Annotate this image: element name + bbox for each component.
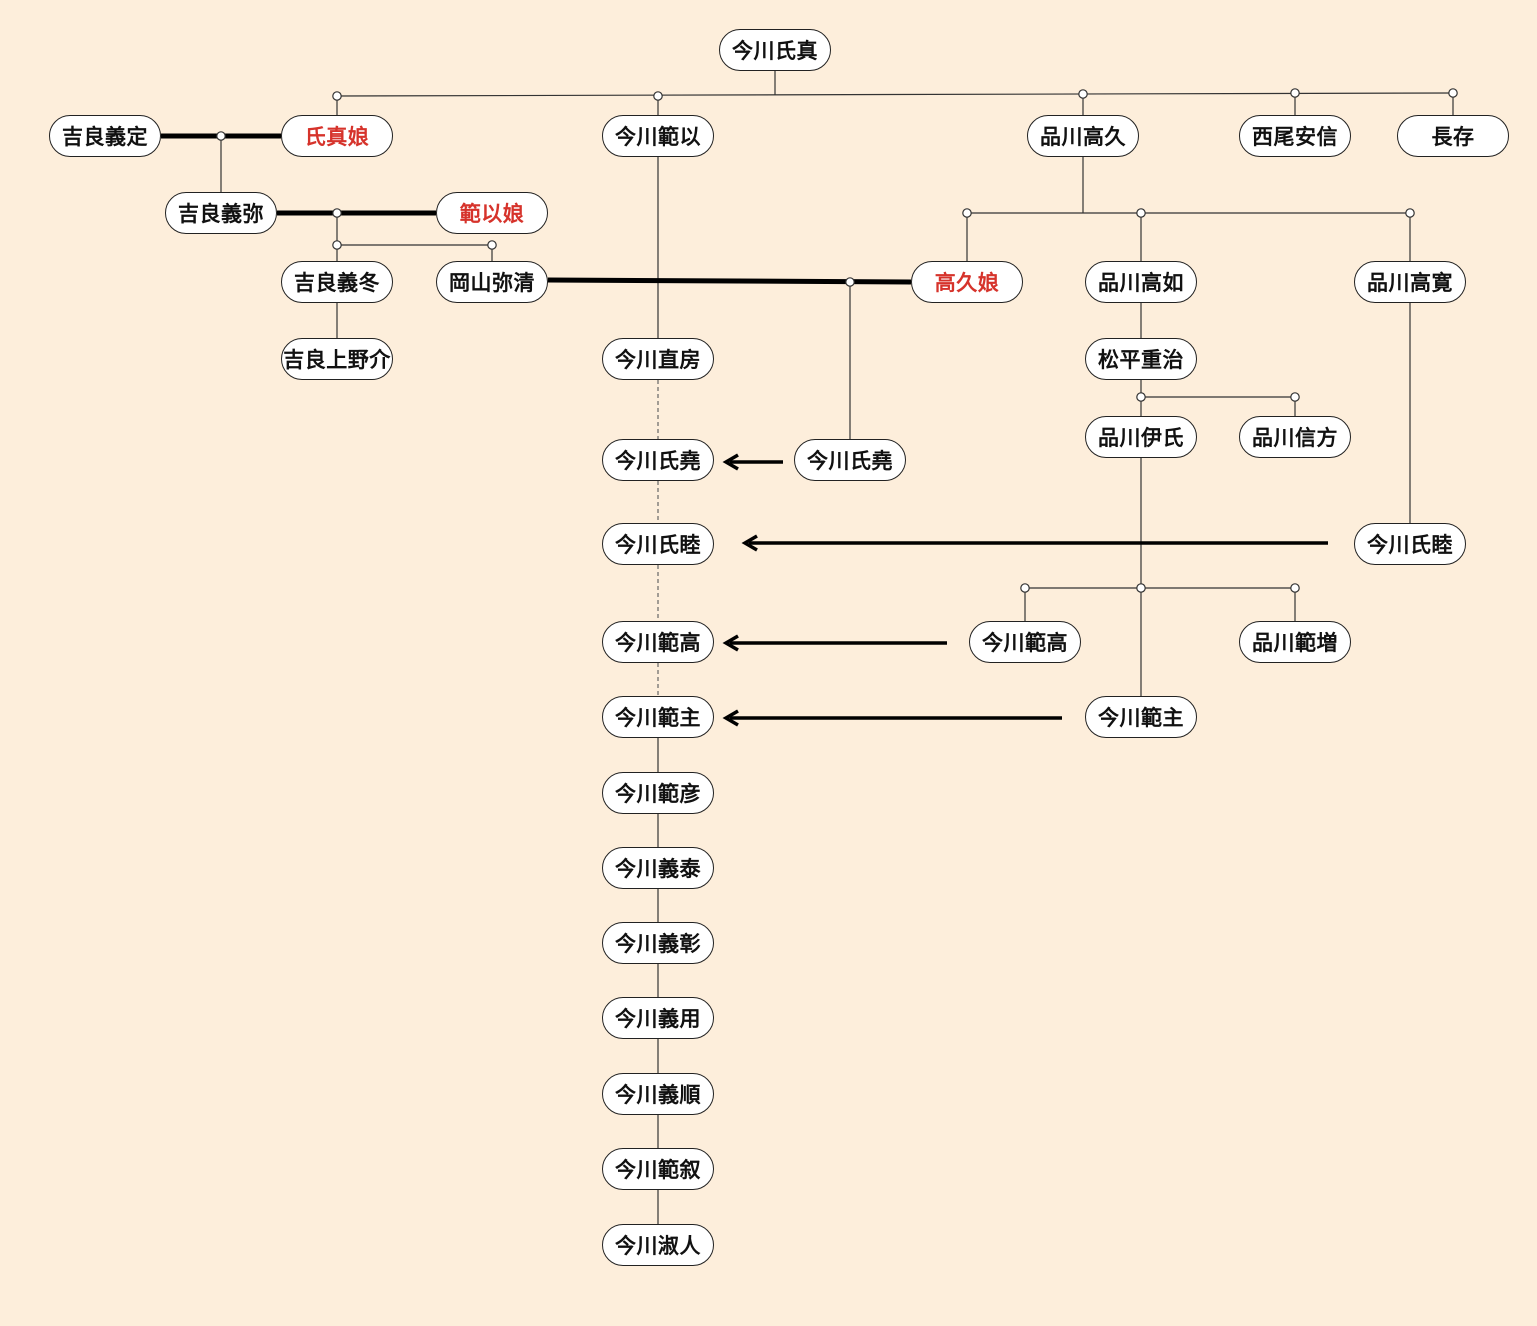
node-imagawa-ujichika-main: 今川氏睦	[602, 523, 714, 565]
node-shinagawa-nobukata: 品川信方	[1239, 416, 1351, 458]
node-nagaari: 長存	[1397, 115, 1509, 157]
node-shinagawa-takahisa: 品川高久	[1027, 115, 1139, 157]
junction-dot-68	[1136, 583, 1146, 593]
node-imagawa-yoshinobu: 今川義順	[602, 1073, 714, 1115]
junction-dot-63	[1136, 208, 1146, 218]
node-imagawa-norinushi-source: 今川範主	[1085, 696, 1197, 738]
node-shinagawa-takayuki: 品川高如	[1085, 261, 1197, 303]
node-norimochi-musume: 範以娘	[436, 192, 548, 234]
node-kira-yoshisada: 吉良義定	[49, 115, 161, 157]
node-takahisa-musume: 高久娘	[911, 261, 1023, 303]
junction-dot-57	[216, 131, 226, 141]
node-matsudaira-shigeharu: 松平重治	[1085, 338, 1197, 380]
arrow-head-49	[722, 634, 739, 652]
junction-dot-54	[1078, 89, 1088, 99]
node-imagawa-yoshiyasu: 今川義泰	[602, 847, 714, 889]
node-kira-yoshimitsu: 吉良義弥	[165, 192, 277, 234]
node-imagawa-yoshimochi: 今川義用	[602, 997, 714, 1039]
node-imagawa-naofusa: 今川直房	[602, 338, 714, 380]
node-imagawa-norihiko: 今川範彦	[602, 772, 714, 814]
junction-dot-53	[653, 91, 663, 101]
node-imagawa-norinobu: 今川範叙	[602, 1148, 714, 1190]
junction-dot-64	[1405, 208, 1415, 218]
junction-dot-59	[332, 240, 342, 250]
node-imagawa-yoshiakira: 今川義彰	[602, 922, 714, 964]
node-imagawa-yoshito: 今川淑人	[602, 1224, 714, 1266]
junction-dot-60	[487, 240, 497, 250]
node-imagawa-ujitaka-source: 今川氏堯	[794, 439, 906, 481]
junction-dot-61	[845, 277, 855, 287]
junction-dot-55	[1290, 88, 1300, 98]
node-imagawa-norinushi-main: 今川範主	[602, 696, 714, 738]
node-kira-yoshifuyu: 吉良義冬	[281, 261, 393, 303]
node-imagawa-ujizane: 今川氏真	[719, 29, 831, 71]
junction-dot-69	[1290, 583, 1300, 593]
arrow-head-45	[722, 453, 739, 471]
node-imagawa-ujitaka-main: 今川氏堯	[602, 439, 714, 481]
node-imagawa-noritaka-source: 今川範高	[969, 621, 1081, 663]
arrow-head-51	[722, 709, 739, 727]
junction-dot-66	[1290, 392, 1300, 402]
node-ujizane-musume: 氏真娘	[281, 115, 393, 157]
node-shinagawa-norimasu: 品川範増	[1239, 621, 1351, 663]
node-imagawa-ujichika-source: 今川氏睦	[1354, 523, 1466, 565]
node-nishio-yasunobu: 西尾安信	[1239, 115, 1351, 157]
junction-dot-58	[332, 208, 342, 218]
node-imagawa-noritaka-main: 今川範高	[602, 621, 714, 663]
marriage-line-27	[547, 277, 912, 285]
node-shinagawa-takahiro: 品川高寛	[1354, 261, 1466, 303]
junction-dot-52	[332, 91, 342, 101]
node-okayama-yasukiyo: 岡山弥清	[436, 261, 548, 303]
junction-dot-65	[1136, 392, 1146, 402]
node-kira-kozukenosuke: 吉良上野介	[281, 338, 393, 380]
node-imagawa-norimochi: 今川範以	[602, 115, 714, 157]
junction-dot-56	[1448, 88, 1458, 98]
arrow-head-47	[741, 534, 758, 552]
descent-line-1	[336, 92, 1454, 97]
junction-dot-67	[1020, 583, 1030, 593]
node-shinagawa-koreuji: 品川伊氏	[1085, 416, 1197, 458]
junction-dot-62	[962, 208, 972, 218]
